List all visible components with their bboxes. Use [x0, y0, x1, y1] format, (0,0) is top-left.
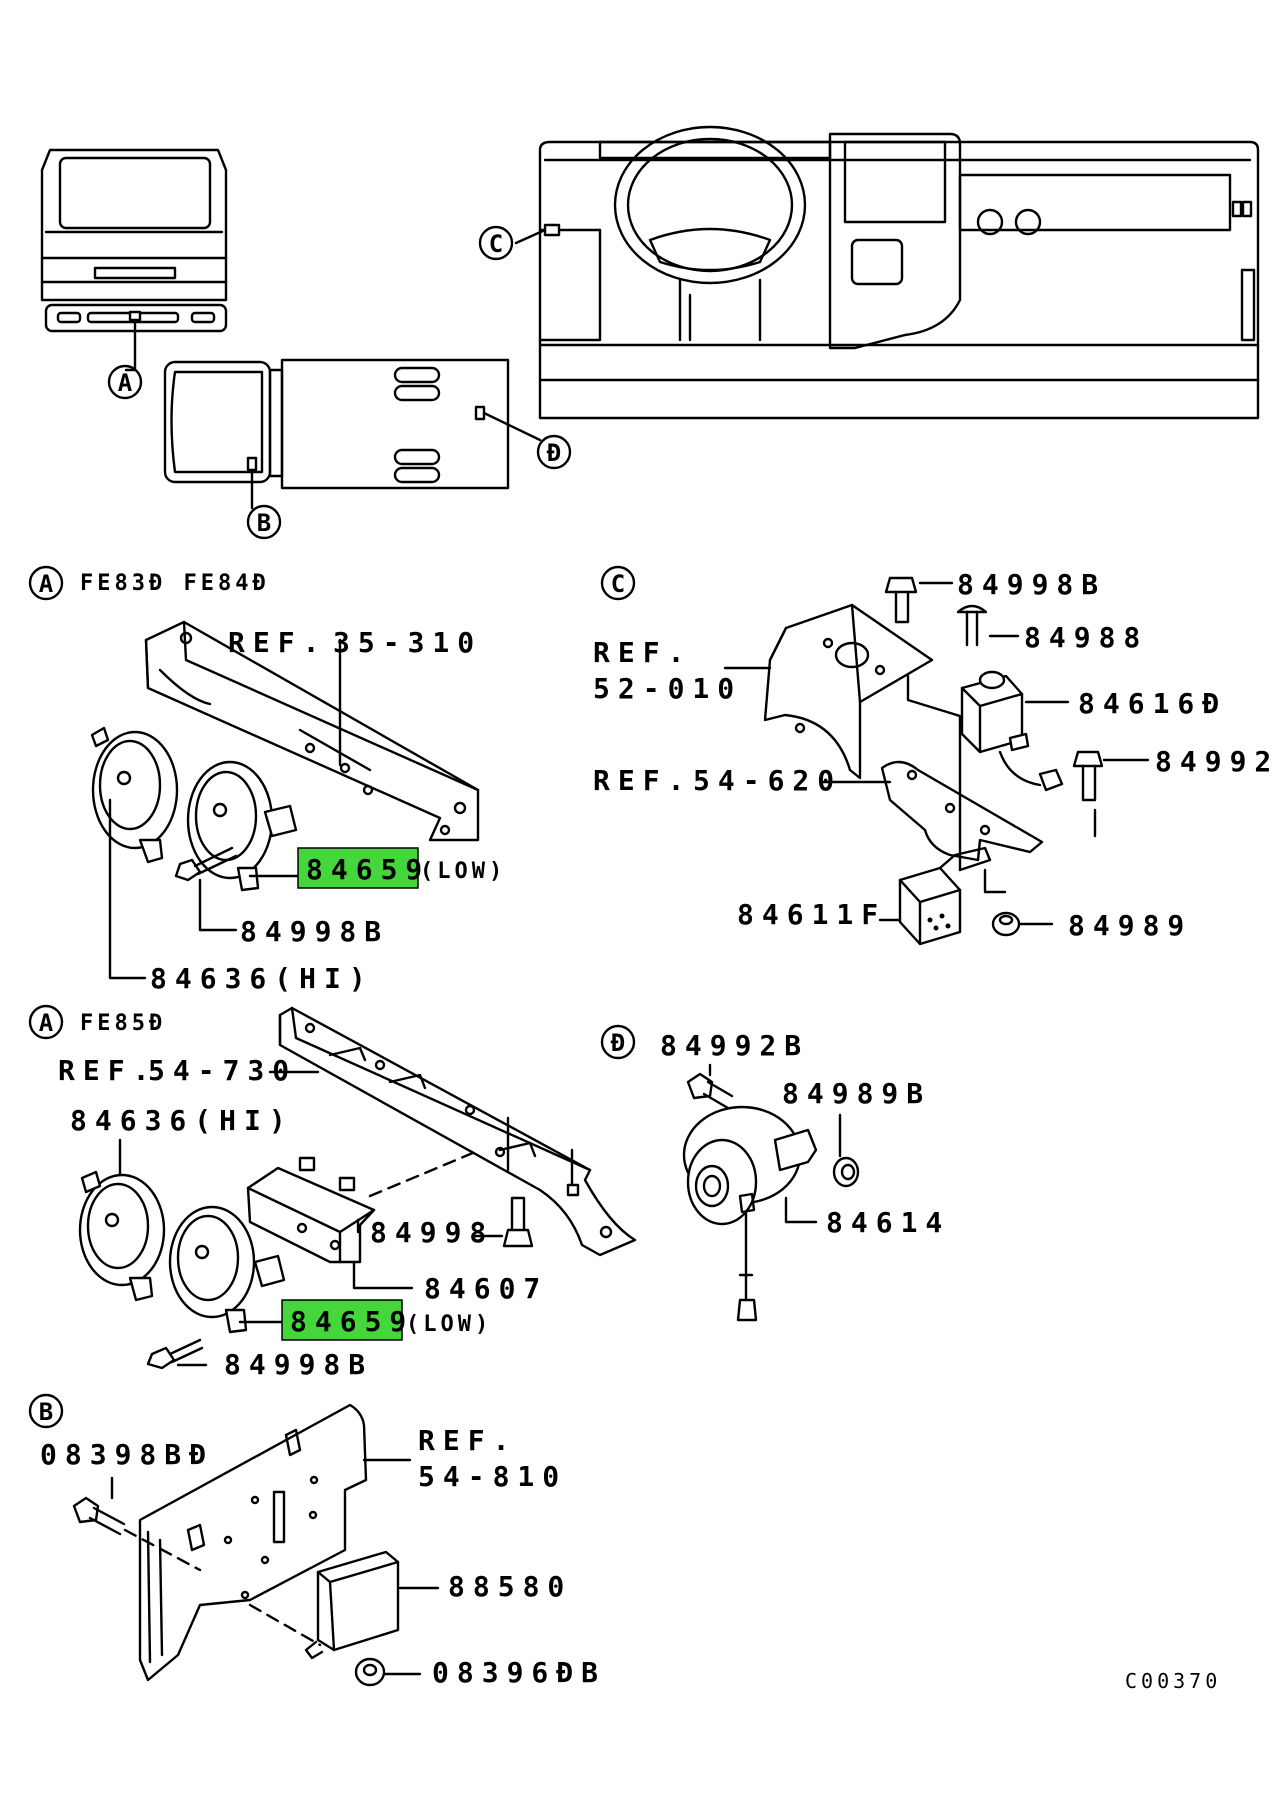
- section-c: C REF. 52-010 REF. 54-620 84998B: [593, 565, 1279, 946]
- section-d-marker: Đ: [600, 1024, 636, 1060]
- part-84659-highlight-a1[interactable]: [297, 847, 419, 889]
- svg-text:Đ: Đ: [547, 439, 561, 467]
- section-b-marker: B: [28, 1393, 64, 1429]
- c-bolt1-label[interactable]: 84998B: [957, 568, 1106, 601]
- bracket-84607-a2: [246, 1148, 482, 1264]
- relay-84616d-c: [960, 670, 1064, 792]
- diagram-code: C00370: [1125, 1669, 1221, 1693]
- b-nut-label[interactable]: 08396ĐB: [432, 1656, 606, 1689]
- section-a2: A FE85Đ REF. 54-730: [28, 1004, 637, 1381]
- c-ref1-label: REF.: [593, 636, 692, 669]
- svg-text:A: A: [39, 570, 54, 598]
- section-c-marker: C: [600, 565, 636, 601]
- c-nut-label[interactable]: 84989: [1068, 909, 1192, 942]
- b-bolt-label[interactable]: 08398BĐ: [40, 1438, 214, 1471]
- a1-ref-label: REF.: [228, 626, 327, 659]
- c-screw-label[interactable]: 84988: [1024, 621, 1148, 654]
- low-suffix-a1: (LOW): [420, 859, 506, 884]
- a2-ref-label: REF.: [58, 1054, 157, 1087]
- low-suffix-a2: (LOW): [406, 1312, 492, 1337]
- svg-text:C: C: [489, 230, 503, 258]
- section-a1-marker: A: [28, 565, 64, 601]
- svg-text:C: C: [611, 570, 625, 598]
- section-a1: A FE83Đ FE84Đ REF. 35-310: [28, 565, 506, 995]
- svg-text:B: B: [39, 1398, 53, 1426]
- screw-84988-c: [956, 604, 988, 647]
- a2-bolt-label[interactable]: 84998B: [224, 1348, 373, 1381]
- c-relay-label[interactable]: 84616Đ: [1078, 687, 1227, 720]
- part-84659-highlight-a2[interactable]: [281, 1299, 403, 1341]
- buzzer-84614-d: [682, 1105, 818, 1322]
- locator-b-top: B: [246, 504, 282, 540]
- a1-ref-number: 35-310: [333, 626, 482, 659]
- section-a2-title: FE85Đ: [80, 1011, 166, 1036]
- bolt-84998-a2: [502, 1196, 534, 1248]
- dashboard-view: [538, 125, 1260, 420]
- section-d: Đ 84992B 84989B 84614: [600, 1024, 950, 1322]
- truck-front-view: [40, 148, 228, 372]
- part-84659-a1[interactable]: 84659: [306, 853, 430, 886]
- d-nut-label[interactable]: 84989B: [782, 1077, 931, 1110]
- c-ref1-number: 52-010: [593, 672, 742, 705]
- low-horn-a2: [168, 1205, 286, 1334]
- c-bolt2-label[interactable]: 84992: [1155, 745, 1279, 778]
- truck-top-view: [163, 358, 542, 510]
- svg-text:A: A: [118, 369, 133, 397]
- a2-bracket-bolt-label[interactable]: 84998: [370, 1216, 494, 1249]
- hi-horn-label-a1[interactable]: 84636(HI): [150, 962, 374, 995]
- locator-a-top: A: [107, 364, 143, 400]
- a2-hi-horn-label[interactable]: 84636(HI): [70, 1104, 294, 1137]
- c-flasher-label[interactable]: 84611F: [737, 898, 886, 931]
- bolt-label-a1[interactable]: 84998B: [240, 915, 389, 948]
- svg-text:Đ: Đ: [611, 1029, 625, 1057]
- part-84659-a2[interactable]: 84659: [290, 1305, 414, 1338]
- locator-c-top: C: [478, 225, 547, 261]
- bolt-84992b-d: [686, 1072, 734, 1110]
- c-ref2-label: REF.: [593, 764, 692, 797]
- hi-horn-a2: [78, 1170, 166, 1302]
- nut-08396db-b: [354, 1657, 386, 1687]
- hi-horn-a1: [90, 726, 179, 864]
- a2-ref-number: 54-730: [148, 1054, 297, 1087]
- low-horn-a1: [186, 760, 298, 892]
- module-88580-b: [248, 1550, 400, 1660]
- bolt-84998b-c: [884, 576, 918, 624]
- locator-d-top: Đ: [536, 434, 572, 470]
- svg-text:A: A: [39, 1009, 54, 1037]
- section-b: B 08398BĐ REF. 54-810 88580 08396ĐB: [28, 1393, 606, 1689]
- a2-bracket-label[interactable]: 84607: [424, 1272, 548, 1305]
- bolt-a1: [174, 846, 238, 882]
- b-ref-number: 54-810: [418, 1460, 567, 1493]
- nut-84989-c: [991, 911, 1021, 937]
- nut-84989b-d: [832, 1156, 860, 1188]
- bolt-84992-c: [1072, 750, 1104, 802]
- flasher-84611f-c: [898, 846, 992, 946]
- bolt-a2: [146, 1338, 204, 1370]
- section-a2-marker: A: [28, 1004, 64, 1040]
- section-a1-title: FE83Đ FE84Đ: [80, 571, 270, 596]
- d-bolt-label[interactable]: 84992B: [660, 1029, 809, 1062]
- d-buzzer-label[interactable]: 84614: [826, 1206, 950, 1239]
- b-ref-label: REF.: [418, 1424, 517, 1457]
- bolt-08398bd-b: [72, 1496, 126, 1536]
- svg-text:B: B: [257, 509, 271, 537]
- b-module-label[interactable]: 88580: [448, 1570, 572, 1603]
- c-ref2-number: 54-620: [693, 764, 842, 797]
